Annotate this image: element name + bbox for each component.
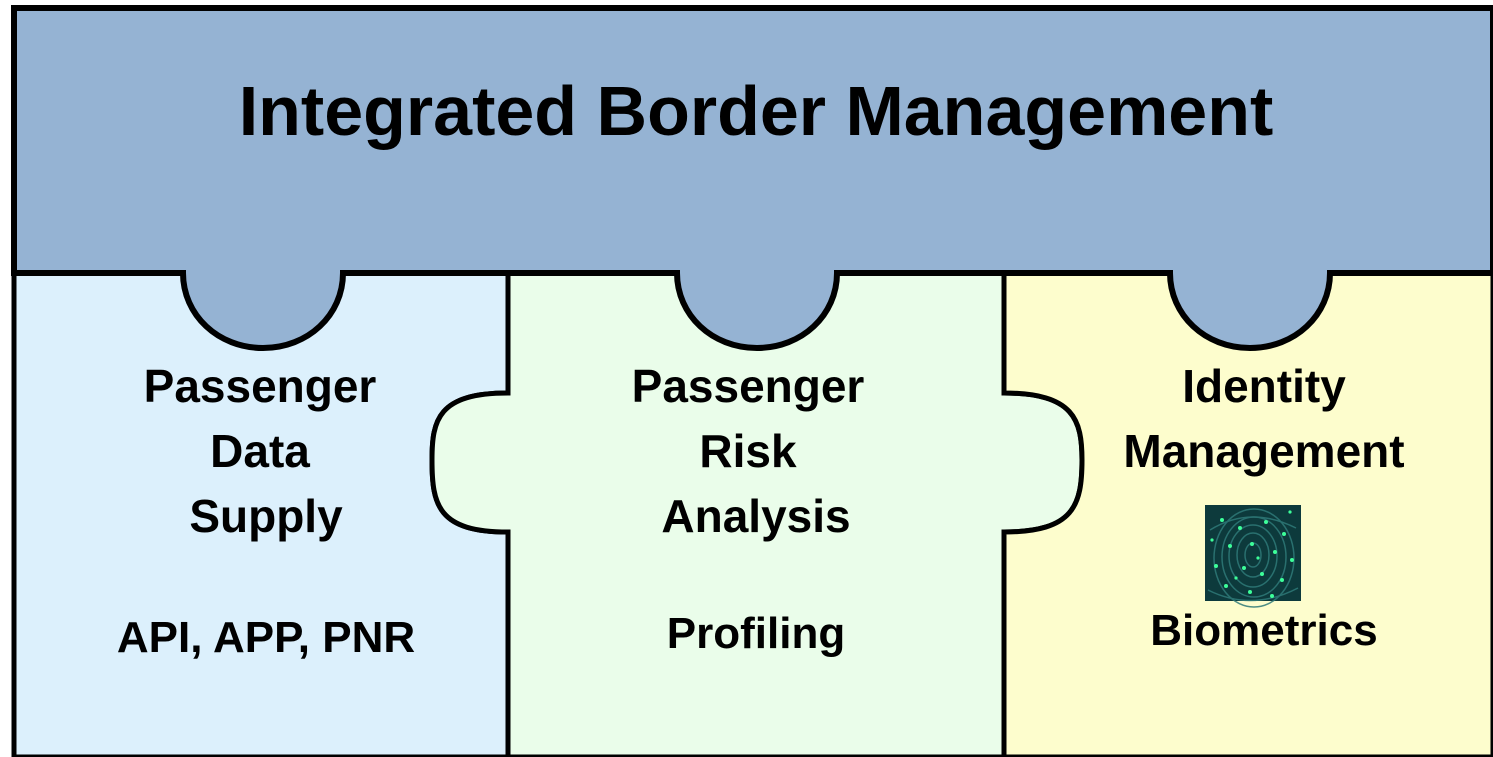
top-band-shape [11, 5, 1493, 352]
piece-middle-detail: Profiling [667, 609, 845, 658]
piece-left-line-3: Supply [189, 490, 343, 542]
piece-left-line-2: Data [210, 425, 310, 477]
piece-right-line-1: Identity [1182, 360, 1346, 412]
piece-middle-line-2: Risk [699, 425, 797, 477]
diagram-title: Integrated Border Management [239, 72, 1274, 150]
piece-left-detail: API, APP, PNR [117, 613, 415, 662]
piece-middle-line-3: Analysis [661, 490, 850, 542]
piece-right-detail: Biometrics [1150, 606, 1377, 655]
piece-left-line-1: Passenger [144, 360, 377, 412]
piece-middle-line-1: Passenger [632, 360, 865, 412]
fingerprint-icon [1205, 505, 1301, 608]
piece-right-line-2: Management [1123, 425, 1404, 477]
